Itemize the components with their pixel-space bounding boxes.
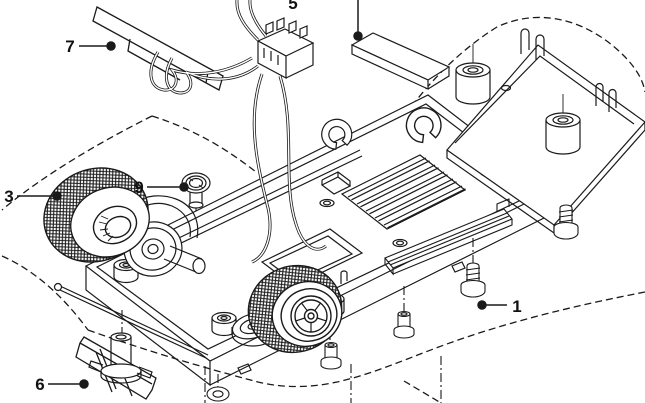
callout-1: 1 <box>477 297 522 316</box>
flange-screw <box>320 341 342 370</box>
steering-rod <box>59 285 209 359</box>
body-post <box>88 332 153 384</box>
pan-head-screw <box>460 262 486 298</box>
wire-connector <box>256 17 315 80</box>
callout-label-9: 9 <box>134 178 143 197</box>
screws <box>206 204 579 402</box>
callout-label-3: 3 <box>4 187 13 206</box>
wires <box>149 0 327 264</box>
rear-wheel <box>247 264 343 354</box>
rear-deck <box>446 28 645 235</box>
washer <box>206 386 230 402</box>
bar-part-5 <box>350 32 451 90</box>
screw-part-9 <box>181 172 211 209</box>
callout-label-6: 6 <box>35 375 44 394</box>
callout-3: 3 <box>4 187 62 206</box>
callout-label-5: 5 <box>288 0 297 13</box>
callout-9: 9 <box>134 178 189 197</box>
callout-label-1: 1 <box>512 297 521 316</box>
tire-part-3 <box>43 167 150 263</box>
callout-7: 7 <box>65 37 116 56</box>
side-rail <box>384 198 513 276</box>
callout-label-7: 7 <box>65 37 74 56</box>
standoff-post <box>455 44 581 155</box>
pan-head-screw <box>553 204 579 240</box>
callouts: 7 3 9 6 1 5 <box>4 0 522 394</box>
flange-screw <box>393 310 415 339</box>
callout-5: 5 <box>288 0 363 41</box>
callout-6: 6 <box>35 375 89 394</box>
